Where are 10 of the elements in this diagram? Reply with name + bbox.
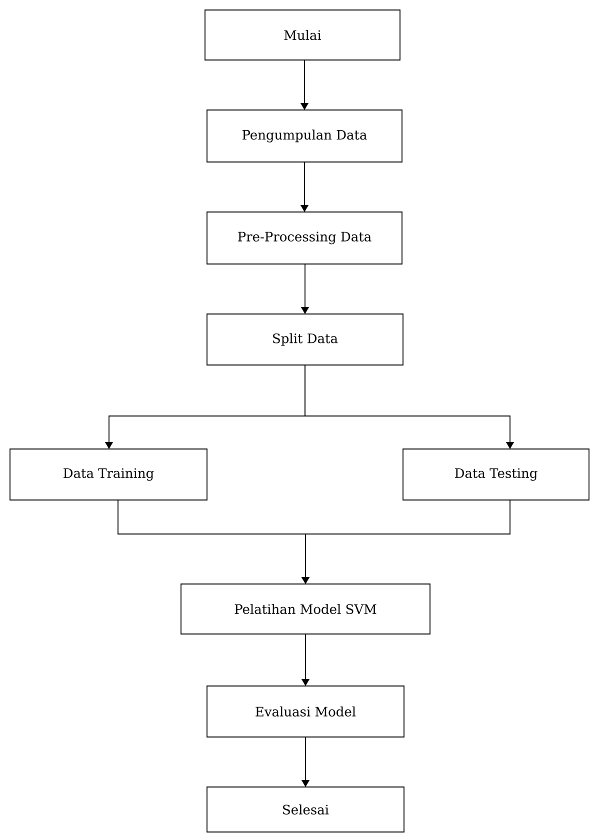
process-box: Pre-Processing Data (206, 212, 402, 264)
process-box: Data Testing (402, 448, 590, 500)
process-box: Selesai (206, 786, 404, 832)
process-box: Split Data (206, 314, 404, 366)
arrow (304, 364, 514, 449)
process-box: Pelatihan Model SVM (180, 584, 430, 634)
process-box: Pengumpulan Data (206, 110, 402, 162)
process-box: Mulai (204, 10, 400, 60)
process-box: Evaluasi Model (206, 686, 404, 738)
process-box: Data Training (10, 448, 208, 500)
